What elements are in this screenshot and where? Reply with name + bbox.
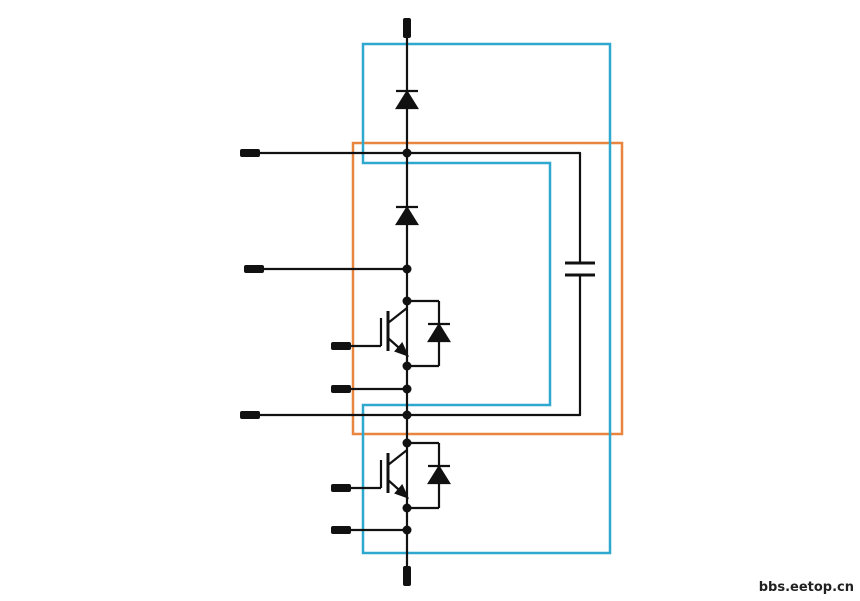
junction-dot-icon [402,296,412,306]
terminal-pin-icon [331,484,351,492]
watermark: bbs.eetop.cn [758,580,854,595]
junction-dot-icon [402,264,412,274]
commutation-loops [351,42,624,555]
terminal-pin-icon [240,411,260,419]
junction-dot-icon [402,503,412,513]
terminal-pin-icon [403,566,411,586]
junction-dot-icon [402,410,412,420]
commutation-loop-orange [351,141,624,436]
capacitor-icon [565,261,595,277]
igbt-transistor-icon [345,441,451,510]
terminals [240,18,411,586]
commutation-loop-blue [361,42,612,555]
terminal-pin-icon [244,265,264,273]
igbt-transistor-icon [345,299,451,368]
junction-dot-icon [402,384,412,394]
terminal-pin-icon [331,385,351,393]
terminal-pin-icon [240,149,260,157]
diode-icon [395,205,419,226]
diode-icon [395,89,419,110]
junction-dot-icon [402,438,412,448]
terminal-pin-icon [331,342,351,350]
terminal-pin-icon [403,18,411,38]
junction-dot-icon [402,361,412,371]
terminal-pin-icon [331,526,351,534]
junction-dot-icon [402,525,412,535]
junction-dot-icon [402,148,412,158]
junctions [402,148,412,535]
